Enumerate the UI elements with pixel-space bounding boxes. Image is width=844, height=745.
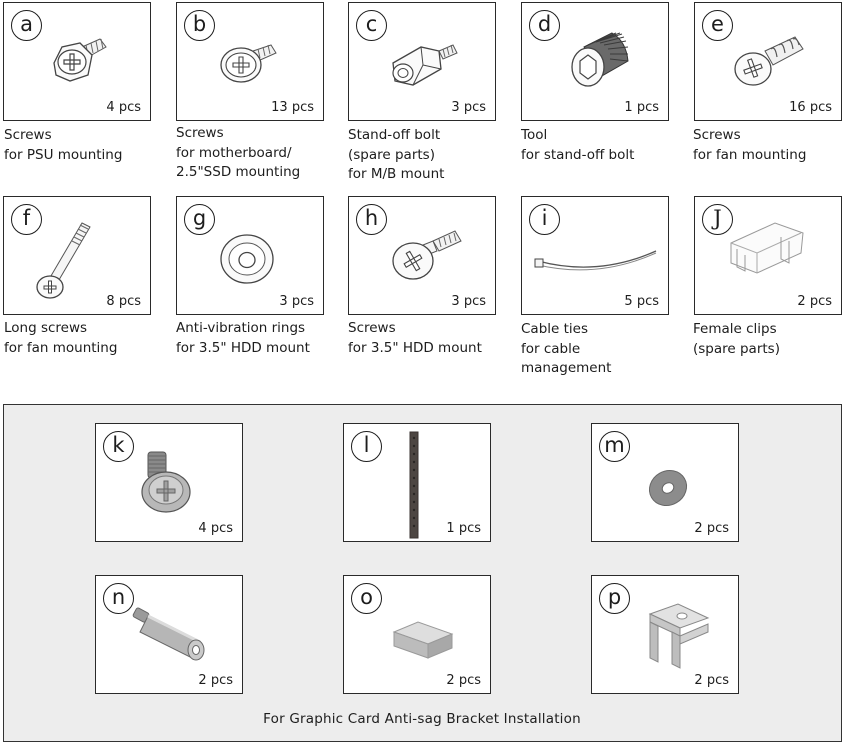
item-letter-badge: n: [103, 583, 134, 614]
item-letter-badge: h: [356, 204, 387, 235]
item-card-d: d 1 pcs: [521, 2, 669, 121]
bracket-card-k: k 4 pcs: [95, 423, 243, 542]
item-card-b: b 13 pcs: [176, 2, 324, 121]
description-line: for M/B mount: [348, 166, 445, 182]
bracket-card-o: o 2 pcs: [343, 575, 491, 694]
description-line: Cable ties: [521, 321, 588, 337]
description-line: Screws: [176, 125, 224, 141]
item-letter-badge: o: [351, 583, 382, 614]
anti-vibration-ring-icon: [220, 234, 274, 284]
description-line: for fan mounting: [4, 339, 118, 356]
description-line: Stand-off bolt: [348, 127, 441, 143]
item-quantity: 4 pcs: [106, 100, 141, 115]
item-description-c: Stand-off bolt (spare parts) for M/B mou…: [348, 126, 508, 185]
item-card-e: e 16 pcs: [694, 2, 842, 121]
description-line: Screws: [693, 127, 741, 143]
item-letter-badge: b: [184, 10, 215, 41]
item-card-c: c 3 pcs: [348, 2, 496, 121]
item-card-i: i 5 pcs: [521, 196, 669, 315]
item-letter-badge: l: [351, 431, 382, 462]
l-bracket-icon: [648, 603, 710, 669]
item-quantity: 2 pcs: [694, 673, 729, 688]
item-quantity: 2 pcs: [198, 673, 233, 688]
motherboard-screw-icon: [220, 44, 277, 83]
item-letter-badge: d: [529, 10, 560, 41]
long-screw-icon: [36, 222, 91, 299]
item-quantity: 2 pcs: [446, 673, 481, 688]
item-description-j: Female clips (spare parts): [693, 320, 844, 359]
item-letter-badge: k: [103, 431, 134, 462]
item-description-i: Cable ties for cable management: [521, 320, 681, 379]
description-line: Screws: [348, 320, 396, 336]
item-description-h: Screws for 3.5" HDD mount: [348, 319, 508, 358]
bracket-card-p: p 2 pcs: [591, 575, 739, 694]
item-quantity: 2 pcs: [694, 521, 729, 536]
item-letter-badge: p: [599, 583, 630, 614]
bracket-card-n: n 2 pcs: [95, 575, 243, 694]
item-letter-badge: c: [356, 10, 387, 41]
item-description-f: Long screws for fan mounting: [4, 319, 164, 358]
item-quantity: 13 pcs: [271, 100, 314, 115]
description-line: management: [521, 360, 612, 376]
standoff-bolt-icon: [392, 44, 458, 86]
description-line: for 3.5" HDD mount: [348, 339, 482, 356]
item-letter-badge: J: [702, 204, 733, 235]
item-letter-badge: m: [599, 431, 630, 462]
standoff-tool-icon: [571, 32, 629, 87]
item-quantity: 3 pcs: [451, 100, 486, 115]
description-line: Anti-vibration rings: [176, 320, 306, 336]
description-line: Tool: [521, 127, 548, 143]
description-line: (spare parts): [348, 146, 435, 163]
item-letter-badge: i: [529, 204, 560, 235]
thumb-screw-icon: [141, 451, 191, 513]
item-card-g: g 3 pcs: [176, 196, 324, 315]
item-card-h: h 3 pcs: [348, 196, 496, 315]
item-quantity: 1 pcs: [624, 100, 659, 115]
item-quantity: 2 pcs: [797, 294, 832, 309]
fan-screw-icon: [734, 36, 804, 86]
item-quantity: 1 pcs: [446, 521, 481, 536]
bracket-card-l: l 1 pcs: [343, 423, 491, 542]
item-quantity: 5 pcs: [624, 294, 659, 309]
female-clip-icon: [730, 222, 804, 274]
item-letter-badge: g: [184, 204, 215, 235]
item-quantity: 3 pcs: [279, 294, 314, 309]
item-card-j: J 2 pcs: [694, 196, 842, 315]
item-quantity: 4 pcs: [198, 521, 233, 536]
description-line: for fan mounting: [693, 146, 807, 163]
description-line: Long screws: [4, 320, 88, 336]
washer-icon: [648, 469, 688, 507]
description-line: (spare parts): [693, 340, 780, 357]
item-description-a: Screws for PSU mounting: [4, 126, 164, 165]
item-letter-badge: e: [702, 10, 733, 41]
description-line: for PSU mounting: [4, 146, 123, 163]
item-quantity: 8 pcs: [106, 294, 141, 309]
bracket-strip-icon: [409, 431, 419, 539]
bracket-standoff-icon: [132, 607, 205, 661]
foam-pad-icon: [392, 621, 454, 659]
item-card-f: f 8 pcs: [3, 196, 151, 315]
item-description-d: Tool for stand-off bolt: [521, 126, 681, 165]
item-letter-badge: f: [11, 204, 42, 235]
item-card-a: a 4 pcs: [3, 2, 151, 121]
bracket-panel-caption: For Graphic Card Anti-sag Bracket Instal…: [263, 711, 581, 727]
item-letter-badge: a: [11, 10, 42, 41]
description-line: for motherboard/: [176, 144, 292, 161]
psu-screw-icon: [53, 38, 107, 82]
item-quantity: 16 pcs: [789, 100, 832, 115]
cable-tie-icon: [534, 250, 657, 271]
item-description-e: Screws for fan mounting: [693, 126, 844, 165]
description-line: for 3.5" HDD mount: [176, 339, 310, 356]
description-line: Female clips: [693, 321, 777, 337]
item-description-b: Screws for motherboard/ 2.5"SSD mounting: [176, 124, 336, 183]
description-line: Screws: [4, 127, 52, 143]
item-quantity: 3 pcs: [451, 294, 486, 309]
hdd-screw-icon: [392, 230, 462, 280]
bracket-card-m: m 2 pcs: [591, 423, 739, 542]
item-description-g: Anti-vibration rings for 3.5" HDD mount: [176, 319, 336, 358]
description-line: 2.5"SSD mounting: [176, 164, 301, 180]
description-line: for cable: [521, 340, 581, 357]
description-line: for stand-off bolt: [521, 146, 635, 163]
